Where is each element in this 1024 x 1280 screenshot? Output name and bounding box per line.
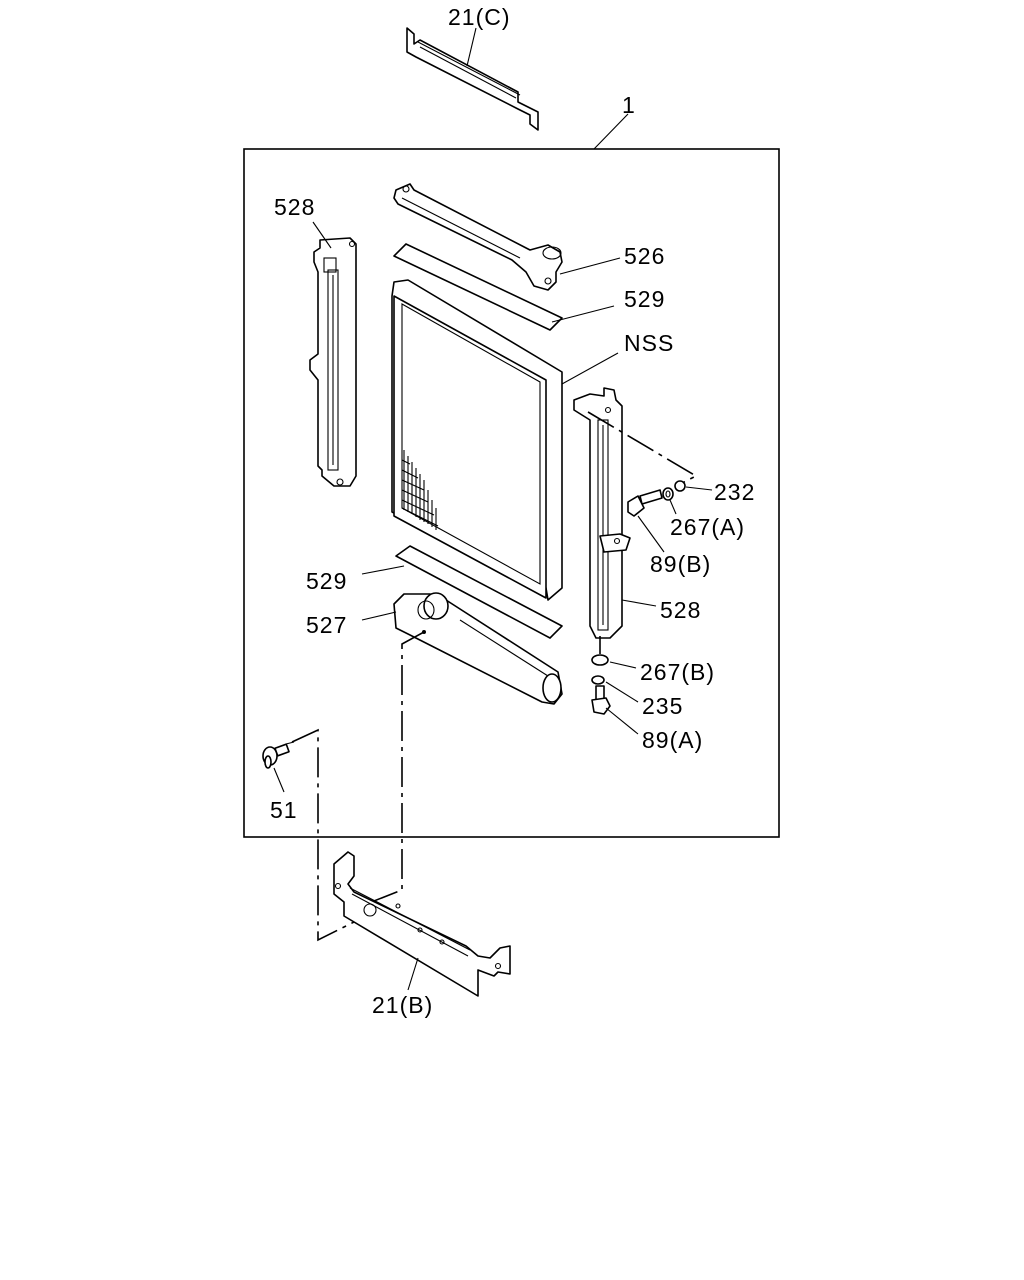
label-528-right: 528 — [660, 597, 701, 623]
bolt-89b-part — [627, 489, 663, 517]
bracket-21c-part — [406, 27, 539, 131]
leader-nss — [561, 352, 619, 385]
bracket-21b-part — [333, 851, 511, 997]
alignment-line-drain — [355, 631, 425, 909]
leader-21b — [407, 957, 419, 991]
assembly-frame — [243, 148, 780, 838]
label-21c: 21(C) — [448, 4, 511, 30]
label-51: 51 — [270, 797, 298, 823]
side-bracket-left-part — [309, 237, 357, 487]
label-529-lower: 529 — [306, 568, 347, 594]
lower-tank-part — [393, 592, 563, 705]
leader-527 — [361, 611, 397, 621]
label-89a: 89(A) — [642, 727, 703, 753]
leader-21c — [466, 27, 477, 67]
label-21b: 21(B) — [372, 992, 433, 1018]
leader-267a — [669, 499, 677, 515]
label-527: 527 — [306, 612, 347, 638]
label-526: 526 — [624, 243, 665, 269]
label-267b: 267(B) — [640, 659, 715, 685]
leader-528-right — [621, 599, 657, 607]
leader-51 — [273, 767, 285, 793]
side-bracket-right-part — [573, 387, 631, 639]
washer-267b-part — [591, 654, 609, 666]
washer-267a-part — [662, 487, 674, 501]
label-529-upper: 529 — [624, 286, 665, 312]
seal-lower-part — [395, 545, 563, 639]
label-1: 1 — [622, 92, 636, 118]
leader-89b — [637, 515, 665, 553]
leader-232 — [685, 486, 713, 491]
label-232: 232 — [714, 479, 755, 505]
washer-232-part — [674, 480, 686, 492]
washer-235-part — [591, 675, 605, 685]
label-235: 235 — [642, 693, 683, 719]
leader-267b — [609, 661, 637, 669]
label-89b: 89(B) — [650, 551, 711, 577]
leader-528-left — [312, 221, 332, 249]
seal-upper-part — [393, 243, 563, 331]
leader-529-lower — [361, 565, 405, 575]
leader-1 — [593, 113, 629, 150]
label-nss: NSS — [624, 330, 674, 356]
label-267a: 267(A) — [670, 514, 745, 540]
bolt-89a-part — [591, 685, 611, 715]
leader-235 — [605, 681, 639, 703]
upper-tank-part — [393, 183, 563, 291]
label-528-left: 528 — [274, 194, 315, 220]
leader-89a — [605, 707, 639, 735]
drain-cock-part — [262, 741, 295, 769]
radiator-core-part — [391, 279, 563, 601]
leader-526 — [559, 257, 621, 275]
alignment-line-drain-cock — [291, 728, 355, 942]
leader-529-upper — [551, 305, 615, 323]
